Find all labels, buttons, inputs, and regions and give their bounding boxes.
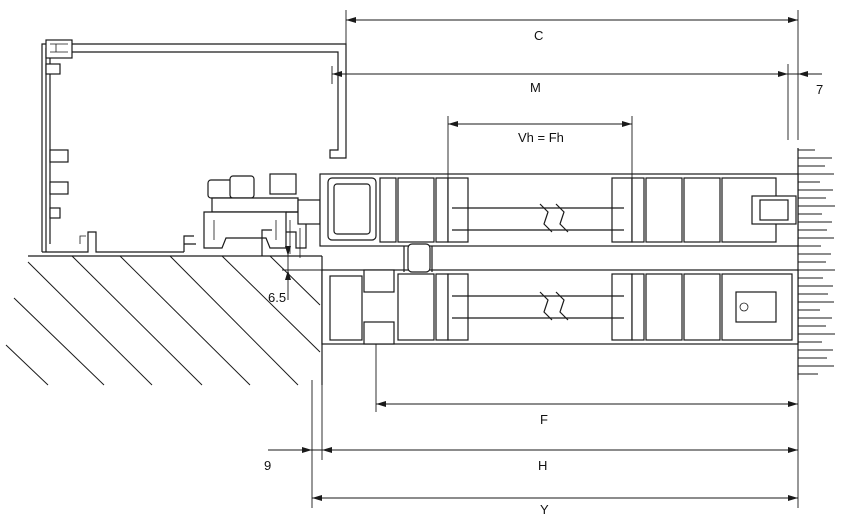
fixing-bracket [203,173,321,258]
dim-label-h: H [538,458,547,473]
wall-hatching-right [797,148,835,380]
dim-label-h-offset: 9 [264,458,271,473]
dimension-vh: Vh = Fh [447,116,633,180]
dimension-y: Y [311,380,799,517]
dim-label-y: Y [540,502,549,517]
wall-hatching-left [5,255,323,386]
dim-label-gap: 6.5 [268,290,286,305]
frame-top [319,173,799,247]
dim-label-m-offset: 7 [816,82,823,97]
dimension-f: F [375,344,799,427]
dim-label-f: F [540,412,548,427]
frame-bottom [321,243,799,345]
dimension-gap: 6.5 [268,246,322,305]
dim-label-vh: Vh = Fh [518,130,564,145]
dimension-m: M 7 [331,64,823,140]
dimension-c: C [345,10,799,140]
cover-profile [41,39,347,253]
dim-label-m: M [530,80,541,95]
dimension-h: H 9 [264,385,799,473]
dim-label-c: C [534,28,543,43]
